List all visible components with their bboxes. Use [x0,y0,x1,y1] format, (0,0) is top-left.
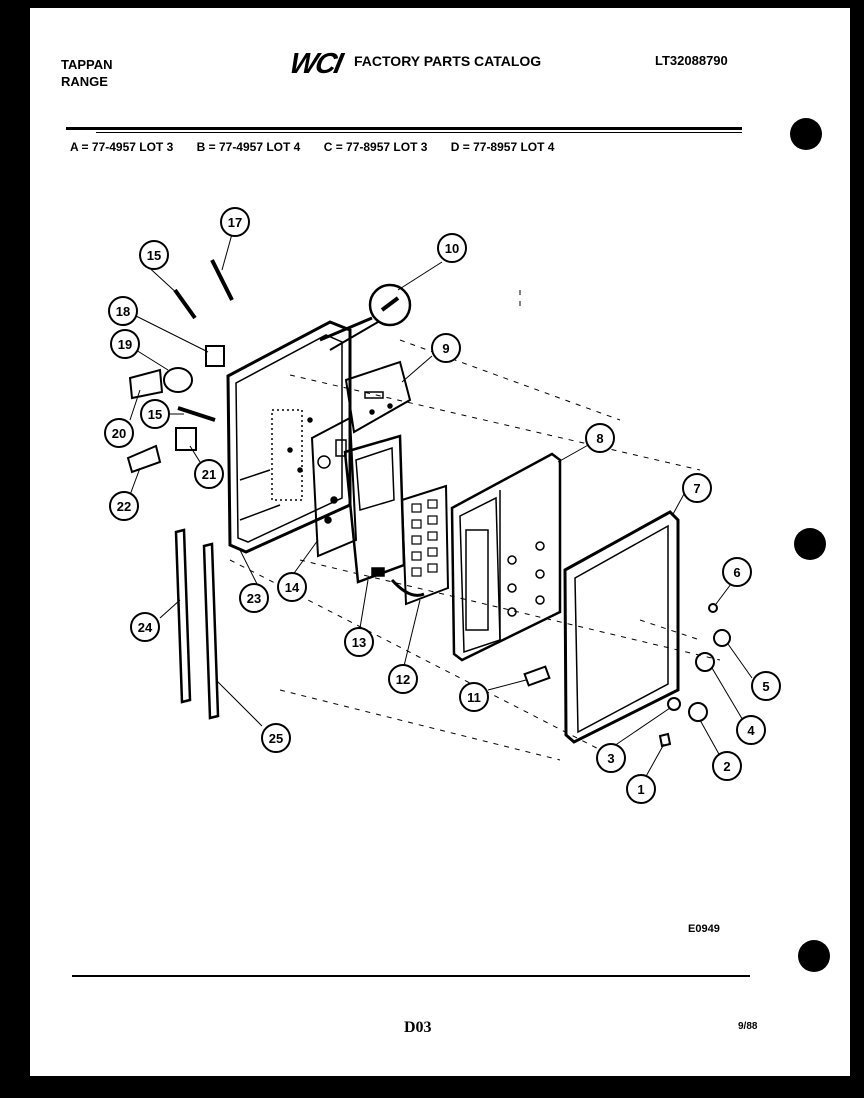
callout-4: 4 [747,723,755,738]
callout-6: 6 [733,565,740,580]
callout-20: 20 [112,426,126,441]
catalog-number: LT32088790 [655,53,728,68]
callout-12: 12 [396,672,410,687]
keypad [390,484,450,606]
header-rule [66,127,742,130]
callout-9: 9 [442,341,449,356]
callout-15-lower: 15 [148,407,162,422]
callout-24: 24 [138,620,153,635]
callout-18: 18 [116,304,130,319]
binder-hole-top [790,118,822,150]
callout-17: 17 [228,215,242,230]
callout-15-top: 15 [147,248,161,263]
callout-5: 5 [762,679,769,694]
callout-23: 23 [247,591,261,606]
variant-d: D = 77-8957 LOT 4 [450,140,555,154]
circuit-board [310,416,358,558]
binder-hole-middle [794,528,826,560]
control-panel-back [226,320,352,554]
model-variant-list: A = 77-4957 LOT 3 B = 77-4957 LOT 4 C = … [70,140,574,154]
callout-2: 2 [723,759,730,774]
binder-hole-bottom [798,940,830,972]
side-trim-strips [174,528,220,720]
footer-rule [72,975,750,977]
display-board [344,360,412,434]
callout-8: 8 [596,431,603,446]
date-code: 9/88 [738,1021,758,1032]
callout-7: 7 [693,481,700,496]
small-parts [126,259,731,748]
callout-circles [104,207,781,804]
diagram-code: E0949 [688,923,720,935]
catalog-sheet [30,8,850,1076]
assembly-guide [229,559,621,761]
variant-a: A = 77-4957 LOT 3 [70,140,174,154]
brand-line-2: RANGE [61,74,108,89]
insulator-part [319,283,412,351]
door-frame [563,510,680,744]
callout-22: 22 [117,499,131,514]
header-rule-thin [96,132,742,133]
callout-1: 1 [637,782,644,797]
assembly-guide [279,689,561,761]
variant-c: C = 77-8957 LOT 3 [323,140,428,154]
callout-19: 19 [118,337,132,352]
page-code: D03 [404,1019,432,1036]
assembly-guide [639,619,701,641]
callout-13: 13 [352,635,366,650]
variant-b: B = 77-4957 LOT 4 [196,140,301,154]
brand-line-1: TAPPAN [61,57,113,72]
callout-21: 21 [202,467,216,482]
callout-25: 25 [269,731,283,746]
leader-lines [129,233,753,781]
callout-14: 14 [285,580,300,595]
brand-label: TAPPAN RANGE [61,56,113,90]
callout-10: 10 [445,241,459,256]
callout-3: 3 [607,751,614,766]
callout-11: 11 [467,690,481,705]
catalog-title: FACTORY PARTS CATALOG [354,53,542,69]
assembly-guide [289,374,701,471]
trim-panel [450,452,562,662]
